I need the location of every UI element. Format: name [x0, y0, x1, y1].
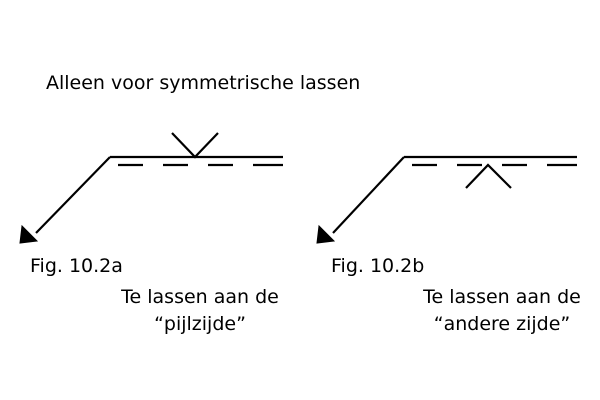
figure-b-label: Fig. 10.2b	[331, 255, 425, 277]
figure-a-arrow-line	[35, 156, 111, 234]
figure-a-arrowhead	[19, 224, 39, 244]
figure-a-weld-v-symbol	[171, 132, 219, 159]
figure-a-caption-line2: “pijlzijde”	[154, 313, 246, 335]
heading: Alleen voor symmetrische lassen	[46, 72, 361, 94]
figure-b-diagram	[316, 155, 577, 244]
figure-b-caption-line2: “andere zijde”	[433, 313, 571, 335]
figure-b-caption-line1: Te lassen aan de	[423, 286, 581, 308]
figure-a-diagram	[19, 132, 283, 244]
figure-b-arrowhead	[316, 224, 336, 244]
figure-b-arrow-line	[332, 156, 405, 234]
figure-a-caption-line1: Te lassen aan de	[121, 286, 279, 308]
figure-a-label: Fig. 10.2a	[30, 255, 123, 277]
figure-b-weld-v-symbol	[465, 163, 512, 189]
